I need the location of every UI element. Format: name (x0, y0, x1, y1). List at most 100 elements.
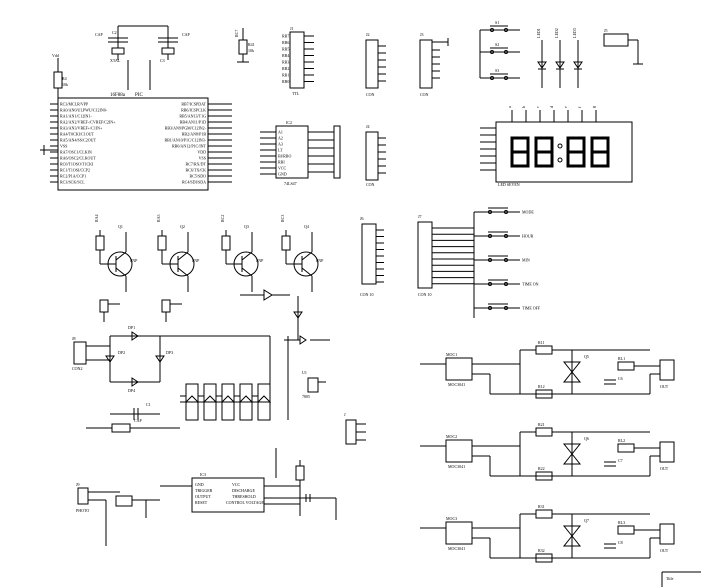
resistor-label: R32 (538, 548, 545, 553)
mode-button-label: TIME OFF (522, 306, 541, 311)
mode-button-label: TIME ON (522, 282, 539, 287)
mcu-pin-left: RA2/AN2/VREF-/CVREF/C2IN+ (60, 120, 116, 125)
mcu-pin-left: RC3/SCK/SCL (60, 180, 85, 185)
resistor-label: R41 (248, 42, 255, 47)
resistor-label: R11 (538, 340, 545, 345)
cap-value: CAP (134, 418, 143, 423)
pin-label: OUTPUT (195, 494, 211, 499)
connector-label: J9 (76, 482, 80, 487)
mcu-pin-right: RB7/ICSPDAT (181, 102, 206, 107)
icsp-pin: RB2 (282, 66, 289, 71)
header-name: TTL (292, 91, 300, 96)
pin-label: VCC (232, 482, 241, 487)
icsp-pin: RB1 (282, 73, 289, 78)
ic-label: IC3 (200, 472, 206, 477)
small-header: J (344, 412, 366, 445)
capacitor-label: C8 (618, 540, 623, 545)
mcu-pin-left: RA5/AN4/SS/C2OUT (60, 138, 97, 143)
pin-label: CONTROL VOLTAGE (226, 500, 264, 505)
mcu-pin-right: RB5/AN13/T1G (179, 114, 206, 119)
icsp-pin: RB0 (282, 79, 289, 84)
triac-label: Q6 (584, 436, 589, 441)
transistor-input: RA5 (156, 214, 161, 222)
ic-name: 74LS47 (284, 181, 297, 186)
mcu-pin-right: RB2/AN8/P1B (182, 132, 207, 137)
connector-name: CON (366, 182, 375, 187)
transistor-input: RC2 (220, 215, 225, 222)
icsp-pin: RB4 (282, 53, 289, 58)
transistor-label: Q3 (244, 224, 249, 229)
mode-button-label: HOUR (522, 234, 534, 239)
led-label: LED3 (572, 28, 577, 38)
button-label: S3 (495, 68, 499, 73)
capacitor-label: C7 (618, 458, 623, 463)
mcu-pin-left: RC1/T1OSI/CCP2 (60, 168, 90, 173)
title-label: Title (666, 576, 674, 581)
optocoupler-name: MOC3041 (448, 546, 465, 551)
diode-label: DP3 (166, 350, 173, 355)
diode-label: DP2 (118, 350, 125, 355)
transistor-input: RC3 (280, 215, 285, 222)
decoder-pin: A2 (278, 136, 283, 141)
resistor-label: R22 (538, 466, 545, 471)
diode-label: DP1 (128, 325, 135, 330)
mcu-pin-left: RA0/AN0/ULPWU/C12IN0- (60, 108, 108, 113)
optocoupler-name: MOC3041 (448, 464, 465, 469)
connector-name: CON 10 (418, 292, 431, 297)
decoder-pin: A3 (278, 142, 283, 147)
header-label: J1 (290, 26, 294, 31)
crystal-label: CAP (95, 32, 104, 37)
mcu-pin-left: RA4/T0CKI/C1OUT (60, 132, 95, 137)
pin-label: RESET (195, 500, 208, 505)
diode-label: DP4 (128, 388, 135, 393)
triac-output-blocks: MOC1MOC3041R11R12Q5C6RL1OUTMOC2MOC3041R2… (420, 340, 675, 563)
moc-label: MOC1 (446, 352, 457, 357)
connector-name: PHOTO (76, 508, 89, 513)
icsp-pin: RB7 (282, 34, 289, 39)
moc-label: MOC2 (446, 434, 457, 439)
mcu-pin-left: VSS (60, 144, 67, 149)
rc7-resistor: RC7 R41 10k (234, 28, 255, 63)
display-pin: c (535, 106, 540, 108)
cap-label: C1 (146, 402, 151, 407)
crystal-label: C2 (112, 30, 117, 35)
mcu-pin-left: RA6/OSC2/CLKOUT (60, 156, 96, 161)
header-label: J (344, 412, 346, 417)
crystal-label: CAP (182, 32, 191, 37)
ic-label: IC2 (286, 120, 292, 125)
transistor-type: PNP (316, 258, 324, 263)
relay-label: RL1 (618, 356, 625, 361)
mcu-pin-right: VSS (199, 156, 206, 161)
connector-label: J6 (360, 216, 364, 221)
pin-label: GND (195, 482, 204, 487)
regulator-name: 7805 (302, 394, 310, 399)
regulator-label: U1 (302, 370, 307, 375)
connector-name: CON 10 (360, 292, 373, 297)
resistor-value: 10k (248, 48, 254, 53)
transistor-label: Q4 (304, 224, 309, 229)
resistor-label: R4 (62, 76, 67, 81)
display-label: LED SEVEN (498, 182, 520, 187)
microcontroller: 16F88a PIC RC3/MCLR/VPPRA0/AN0/ULPWU/C12… (40, 93, 232, 191)
mcu-pin-right: VDD (197, 150, 206, 155)
icsp-pin: RB5 (282, 47, 289, 52)
crystal-circuit: CAP C2 XTAL CAP C3 (95, 25, 191, 90)
mcu-pin-right: RC7/RX/DT (186, 162, 207, 167)
top-buttons-leds: S1 S2 S3 LED1 LED2 LED3 J5 (479, 20, 643, 88)
relay-label: RL2 (618, 438, 625, 443)
decoder-pin: LT (278, 148, 283, 153)
mcu-pin-left: RA3/AN3/VREF+/C1IN+ (60, 126, 103, 131)
mcu-sub: PIC (135, 93, 143, 98)
output-label: OUT (660, 548, 669, 553)
decoder-pin: VCC (278, 166, 287, 171)
display-pin: e (563, 106, 568, 108)
decoder-pin: A1 (278, 130, 283, 135)
timer-555: IC3 GND TRIGGER OUTPUT RESET VCC DISCHAR… (160, 448, 337, 520)
optocoupler-name: MOC3041 (448, 382, 465, 387)
mcu-pin-left: RA1/AN1/C12IN1- (60, 114, 92, 119)
